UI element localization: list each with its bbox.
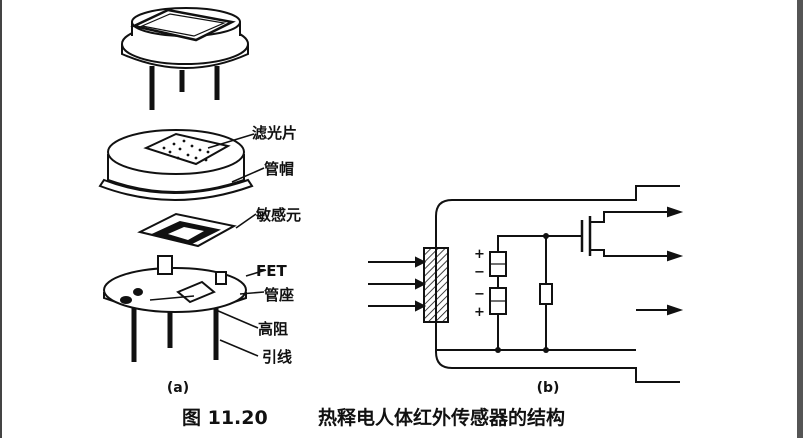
resistor-component bbox=[215, 271, 227, 285]
part-b-caption: (b) bbox=[537, 380, 560, 396]
part-b-circuit bbox=[368, 185, 684, 383]
base-with-components bbox=[103, 255, 247, 362]
pyroelectric-window bbox=[423, 247, 449, 323]
fet-component bbox=[157, 255, 173, 275]
figure-number: 图 11.20 bbox=[182, 407, 268, 429]
part-a-exploded-view bbox=[98, 7, 267, 362]
filter-dots bbox=[162, 139, 210, 162]
sensing-element bbox=[137, 212, 237, 248]
filter-and-cap bbox=[98, 129, 254, 201]
resistor-label: 高阻 bbox=[258, 320, 288, 338]
svg-text:−: − bbox=[474, 265, 485, 280]
cap-label: 管帽 bbox=[264, 160, 294, 178]
leader-lines bbox=[207, 133, 267, 357]
assembled-sensor bbox=[121, 7, 249, 110]
base-label: 管座 bbox=[264, 286, 294, 304]
junction-dots bbox=[495, 233, 549, 353]
leads-label: 引线 bbox=[262, 348, 292, 366]
housing-outline bbox=[435, 185, 680, 383]
svg-text:−: − bbox=[474, 287, 485, 302]
fet-label: FET bbox=[256, 262, 287, 280]
gate-resistor bbox=[539, 283, 553, 305]
figure-title: 热释电人体红外传感器的结构 bbox=[318, 406, 565, 429]
filter-label: 滤光片 bbox=[252, 124, 297, 142]
polarity-marks: + − − + bbox=[474, 247, 485, 320]
part-a-caption: (a) bbox=[167, 380, 189, 396]
svg-text:+: + bbox=[474, 247, 485, 262]
element-label: 敏感元 bbox=[255, 206, 301, 224]
svg-text:+: + bbox=[474, 305, 485, 320]
part-a-labels: 滤光片 管帽 敏感元 FET 管座 高阻 引线 bbox=[252, 124, 301, 366]
infrared-arrows bbox=[368, 256, 427, 312]
